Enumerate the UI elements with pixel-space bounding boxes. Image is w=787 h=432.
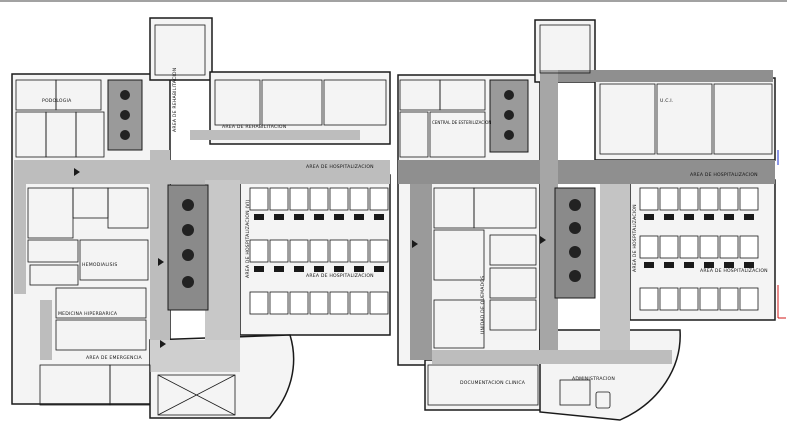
label-hospitalizacion-top: AREA DE HOSPITALIZACION <box>306 164 374 170</box>
right-north-corridor <box>558 70 773 82</box>
label-hospitalizacion-bottom-r: AREA DE HOSPITALIZACION <box>700 268 768 274</box>
label-hemodialisis: HEMODIALISIS <box>82 262 117 268</box>
left-door-markers <box>74 168 166 348</box>
label-hospitalizacion-vertical-r: AREA DE HOSPITALIZACION <box>632 204 638 272</box>
right-vertical-corridor <box>540 70 558 360</box>
left-trees <box>120 90 194 288</box>
label-rehabilitacion-vertical: AREA DE REHABILITACION <box>172 68 178 132</box>
left-emergency-diagonal <box>157 374 236 416</box>
left-patient-rooms <box>249 187 389 315</box>
right-north-block <box>594 77 776 161</box>
label-area-emergencia: AREA DE EMERGENCIA <box>86 355 143 361</box>
label-hospitalizacion-vertical: AREA DE HOSPITALIZACION (VI) <box>245 200 251 278</box>
right-patient-rooms <box>639 187 759 311</box>
left-floor-plan: PODOLOGIA AREA DE REHABILITACION AREA DE… <box>11 17 391 419</box>
left-west-wing <box>11 73 171 405</box>
label-hospitalizacion-bottom: AREA DE HOSPITALIZACION <box>306 273 374 279</box>
label-podologia: PODOLOGIA <box>42 98 72 104</box>
right-main-corridor <box>398 160 775 184</box>
left-hyperbaric-corridor <box>40 300 52 360</box>
label-documentacion-clinica: DOCUMENTACION CLINICA <box>460 380 526 386</box>
label-hospitalizacion-top-r: AREA DE HOSPITALIZACION <box>690 172 758 178</box>
right-door-markers <box>412 236 546 248</box>
right-floor-plan: CENTRAL DE ESTERILIZACION U.C.I. AREA DE… <box>397 19 786 421</box>
label-unidad-quemados: UNIDAD DE QUEMADOS <box>480 276 486 334</box>
left-west-corridor <box>14 184 26 294</box>
left-emergency-hall <box>150 340 240 372</box>
left-rehab-corridor <box>190 130 360 140</box>
left-north-tower <box>149 17 213 81</box>
right-south-corridor <box>432 350 672 364</box>
right-trees <box>504 90 581 282</box>
right-bed-symbols <box>644 214 754 268</box>
label-administracion: ADMINISTRACION <box>572 376 615 382</box>
left-corridor-east-vertical <box>205 180 240 360</box>
right-west-room-partitions <box>399 24 773 406</box>
right-edge-markers <box>777 150 786 319</box>
left-vertical-corridor <box>150 150 170 360</box>
label-uci: U.C.I. <box>660 98 674 104</box>
left-bed-symbols <box>254 214 384 272</box>
right-east-corridor <box>600 184 630 354</box>
right-west-corridor <box>410 184 432 360</box>
label-area-rehabilitacion: AREA DE REHABILITACION <box>222 124 286 130</box>
label-medicina-hiperbarica: MEDICINA HIPERBARICA <box>58 311 118 317</box>
left-main-corridor <box>14 160 390 184</box>
left-west-room-partitions <box>15 24 387 406</box>
right-admin-furniture <box>559 379 611 409</box>
label-central-esterilizacion: CENTRAL DE ESTERILIZACION <box>432 120 491 125</box>
